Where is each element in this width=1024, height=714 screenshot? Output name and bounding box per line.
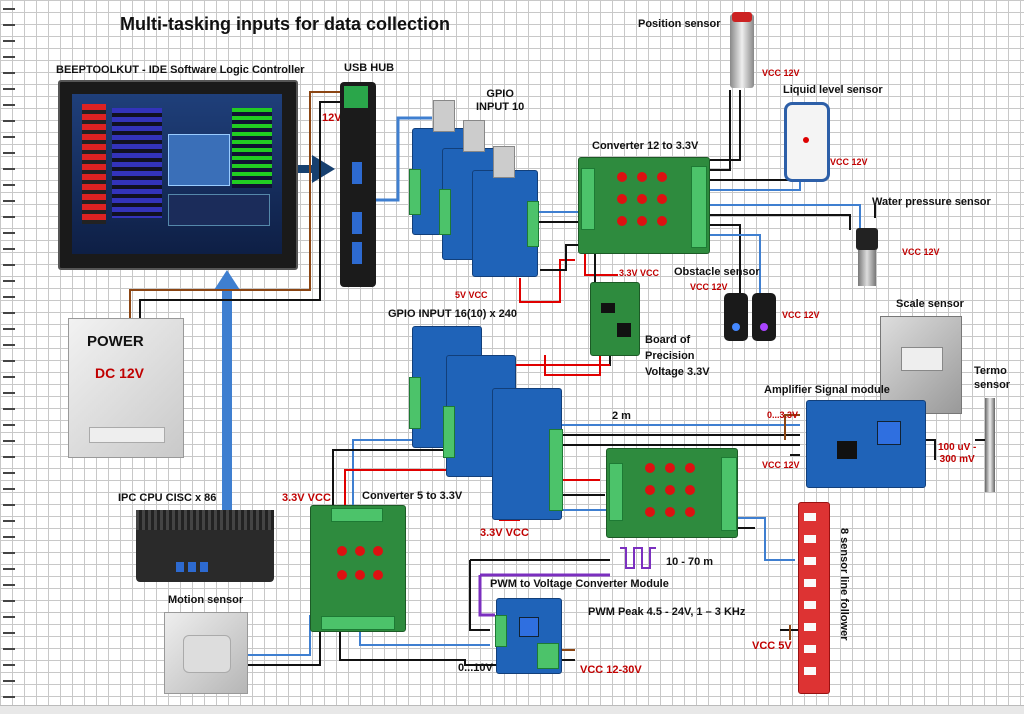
- amp-input-label: 100 uV - 300 mV: [938, 442, 977, 465]
- gpio10-5v-label: 5V VCC: [455, 290, 488, 300]
- usb-hub-label: USB HUB: [344, 62, 395, 74]
- board-3v3-label: 3.3V VCC: [619, 268, 660, 278]
- conv-mid-board: [606, 448, 738, 538]
- gpio16-board-3: [492, 388, 563, 520]
- usb-plug-icon: [493, 146, 515, 178]
- usb-plug-icon: [463, 120, 485, 152]
- liquid-sensor-label: Liquid level sensor: [783, 84, 883, 96]
- amp-label: Amplifier Signal module: [764, 384, 890, 396]
- pwm-peak-label: PWM Peak 4.5 - 24V, 1 – 3 KHz: [588, 606, 746, 618]
- arrow-up-icon: [214, 270, 240, 290]
- gpio10-board-3: [472, 170, 539, 277]
- obstacle-sensor-b: [752, 293, 776, 341]
- precision-board-label: Board of Precision Voltage 3.3V: [645, 334, 710, 378]
- position-sensor-label: Position sensor: [638, 18, 721, 30]
- liquid-vcc-label: VCC 12V: [830, 157, 868, 167]
- obstacle-sensor-a: [724, 293, 748, 341]
- position-vcc-label: VCC 12V: [762, 68, 800, 78]
- scale-sensor: [880, 316, 962, 414]
- ctrl-hub-bar: [294, 165, 314, 173]
- ctrl-12v-label: 12V: [322, 112, 342, 124]
- amp-vcc-label: VCC 12V: [762, 460, 800, 470]
- precision-board: [590, 282, 640, 356]
- water-vcc-label: VCC 12V: [902, 247, 940, 257]
- line-follower-board: [798, 502, 830, 694]
- conv5-label: Converter 5 to 3.3V: [362, 490, 463, 502]
- termo-sensor-label: Termo sensor: [974, 365, 1011, 391]
- page-title: Multi-tasking inputs for data collection: [120, 14, 451, 34]
- liquid-level-sensor: [784, 102, 830, 182]
- pwm-module: [495, 598, 562, 674]
- ipc-link-bar: [222, 285, 232, 510]
- line-follower-label: 8 sensor line follower: [838, 528, 850, 641]
- pwm-output-label: 0...10V: [458, 662, 493, 674]
- motion-sensor-label: Motion sensor: [168, 594, 244, 606]
- gpio10-label: GPIO INPUT 10: [476, 88, 525, 113]
- water-sensor-label: Water pressure sensor: [872, 196, 991, 208]
- obstacle-vcc-b-label: VCC 12V: [782, 310, 820, 320]
- conv5-3v3-label: 3.3V VCC: [282, 492, 331, 504]
- gpio16-label: GPIO INPUT 16(10) x 240: [388, 308, 517, 320]
- gpio16-3v3-label: 3.3V VCC: [480, 527, 529, 539]
- distance-label: 10 - 70 m: [666, 556, 714, 568]
- bottom-scrollbar[interactable]: [0, 705, 1024, 714]
- obstacle-vcc-a-label: VCC 12V: [690, 282, 728, 292]
- water-pressure-sensor: [852, 228, 882, 290]
- scale-sensor-label: Scale sensor: [896, 298, 964, 310]
- power-dc-label: DC 12V: [95, 365, 145, 381]
- power-supply: POWER DC 12V: [68, 318, 184, 458]
- position-sensor: [730, 12, 754, 88]
- controller-screen: [72, 94, 282, 254]
- obstacle-sensor-label: Obstacle sensor: [674, 266, 760, 278]
- amplifier-module: [806, 400, 926, 488]
- ipc-label: IPC CPU CISC x 86: [118, 492, 217, 504]
- controller-label: BEEPTOOLKUT - IDE Software Logic Control…: [56, 64, 305, 76]
- usb-hub: [340, 82, 376, 287]
- usb-plug-icon: [433, 100, 455, 132]
- usb-port-icon: [352, 162, 362, 184]
- power-brand: POWER: [87, 333, 144, 350]
- conv5-board: [310, 505, 406, 632]
- ipc-computer: [136, 510, 274, 582]
- controller-monitor: [58, 80, 298, 270]
- conv12-board: [578, 157, 710, 254]
- hub-power-terminal: [344, 86, 368, 108]
- usb-port-icon: [352, 212, 362, 234]
- pwm-vcc-label: VCC 12-30V: [580, 664, 642, 676]
- conv12-label: Converter 12 to 3.3V: [592, 140, 699, 152]
- pwm-module-label: PWM to Voltage Converter Module: [490, 578, 669, 590]
- amp-range-label: 0...3.3V: [767, 410, 799, 420]
- line-follower-vcc-label: VCC 5V: [752, 640, 792, 652]
- usb-port-icon: [352, 242, 362, 264]
- motion-sensor: [164, 612, 248, 694]
- termo-sensor: [985, 398, 995, 492]
- arrow-right-icon: [312, 155, 335, 183]
- distance-2m-label: 2 m: [612, 410, 631, 422]
- left-scroll-marks: [0, 0, 18, 714]
- gpio16-board-2: [443, 355, 516, 477]
